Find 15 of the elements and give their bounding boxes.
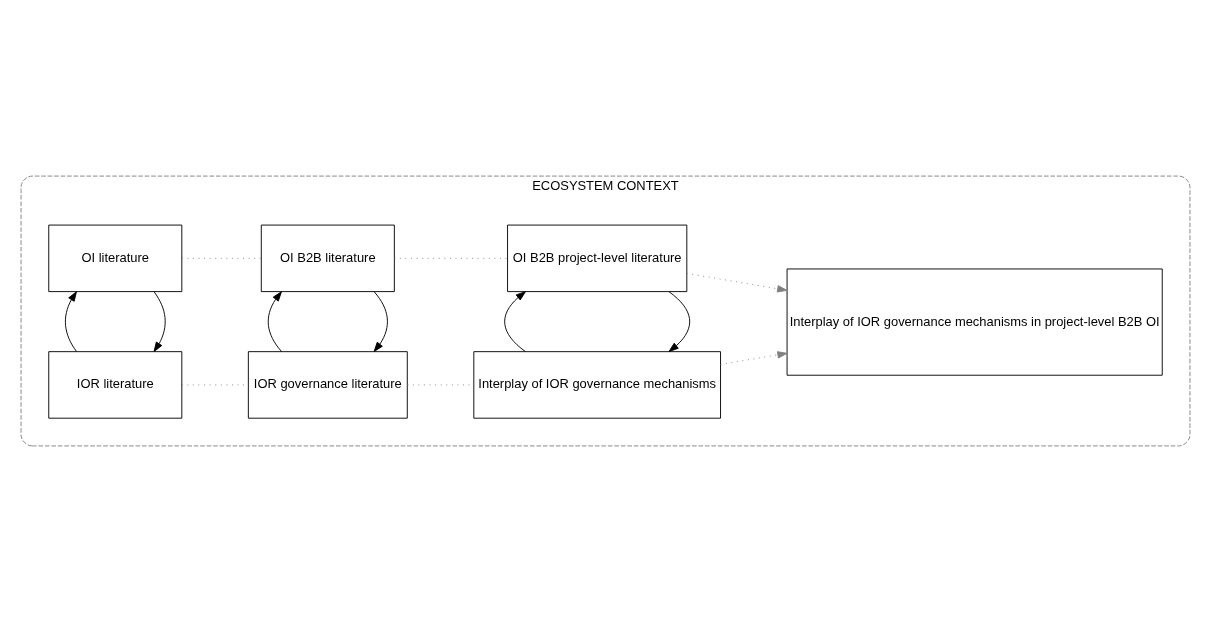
node-box: Interplay of IOR governance mechanisms in project-level B2B OI bbox=[786, 268, 1163, 376]
node-box: IOR governance literature bbox=[247, 350, 408, 419]
node-box: Interplay of IOR governance mechanisms bbox=[473, 350, 721, 419]
node-box: IOR literature bbox=[48, 350, 183, 419]
arrow bbox=[64, 290, 77, 352]
arrow bbox=[373, 290, 388, 352]
arrow bbox=[720, 350, 788, 365]
arrow bbox=[668, 290, 691, 352]
arrow bbox=[504, 290, 526, 352]
arrow bbox=[686, 272, 788, 292]
arrow bbox=[153, 290, 166, 352]
arrow bbox=[267, 290, 282, 352]
node-box: OI B2B literature bbox=[260, 224, 395, 292]
node-box: OI B2B project-level literature bbox=[507, 224, 688, 292]
node-box: OI literature bbox=[48, 224, 183, 292]
